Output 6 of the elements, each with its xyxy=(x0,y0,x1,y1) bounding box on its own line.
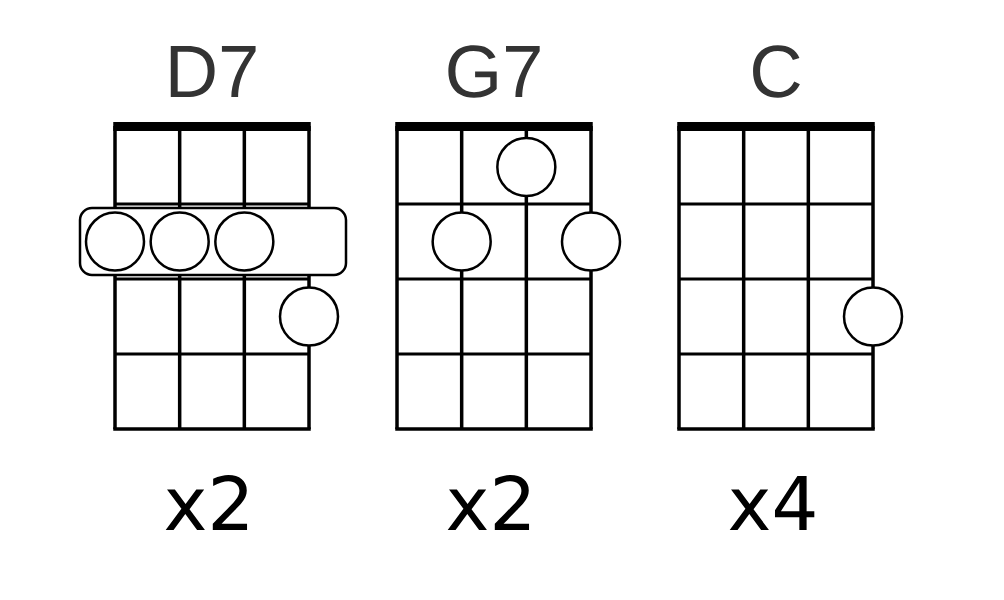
chord-name: C xyxy=(753,45,800,98)
chord-name: G7 xyxy=(448,45,540,98)
repeat-count: x4 xyxy=(729,476,815,530)
repeat-count: x2 xyxy=(447,475,530,530)
chord-name: D7 xyxy=(170,46,256,97)
repeat-count: x2 xyxy=(165,475,248,530)
